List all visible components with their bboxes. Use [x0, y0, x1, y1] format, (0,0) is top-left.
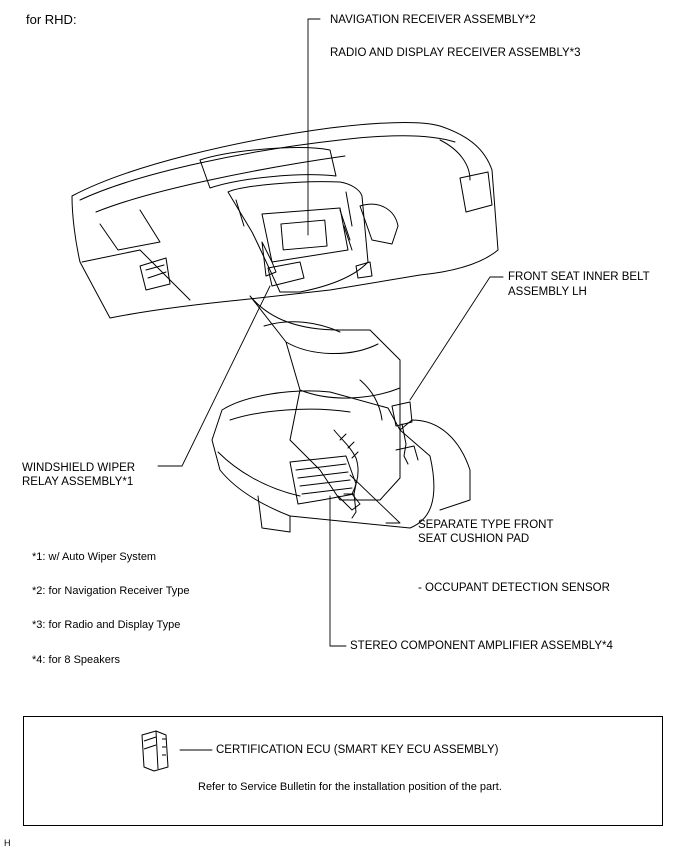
ecu-box-note: Refer to Service Bulletin for the instal…	[198, 781, 502, 793]
label-radio-display-receiver: RADIO AND DISPLAY RECEIVER ASSEMBLY*3	[330, 47, 581, 59]
label-occupant-sensor: - OCCUPANT DETECTION SENSOR	[418, 582, 610, 594]
cushion-pad-part	[333, 429, 361, 511]
footnote-3: *3: for Radio and Display Type	[32, 619, 181, 631]
dashboard-outline	[71, 121, 499, 319]
certification-ecu-box: CERTIFICATION ECU (SMART KEY ECU ASSEMBL…	[23, 716, 663, 826]
amplifier-part	[289, 455, 357, 519]
label-amplifier: STEREO COMPONENT AMPLIFIER ASSEMBLY*4	[350, 640, 613, 652]
label-cushion-line2: SEAT CUSHION PAD	[418, 533, 530, 545]
label-cushion-line1: SEPARATE TYPE FRONT	[418, 519, 554, 531]
label-wiper-line2: RELAY ASSEMBLY*1	[22, 476, 134, 488]
label-certification-ecu: CERTIFICATION ECU (SMART KEY ECU ASSEMBL…	[216, 744, 499, 756]
page-heading: for RHD:	[26, 12, 77, 27]
footnote-4: *4: for 8 Speakers	[32, 654, 121, 666]
navigation-receiver-part	[261, 207, 353, 287]
ecu-part-icon	[141, 730, 169, 772]
label-navigation-receiver: NAVIGATION RECEIVER ASSEMBLY*2	[330, 14, 536, 26]
left-vent	[139, 257, 171, 291]
center-stack	[227, 181, 369, 293]
label-wiper-line1: WINDSHIELD WIPER	[22, 462, 136, 474]
belt-buckle-part	[391, 401, 419, 465]
driver-seat	[211, 390, 435, 529]
footnote-1: *1: w/ Auto Wiper System	[32, 551, 157, 563]
leader-lines	[157, 18, 504, 751]
label-belt-line1: FRONT SEAT INNER BELT	[508, 271, 650, 283]
footnote-2: *2: for Navigation Receiver Type	[32, 585, 190, 597]
corner-mark: H	[4, 838, 11, 848]
label-belt-line2: ASSEMBLY LH	[508, 286, 587, 298]
